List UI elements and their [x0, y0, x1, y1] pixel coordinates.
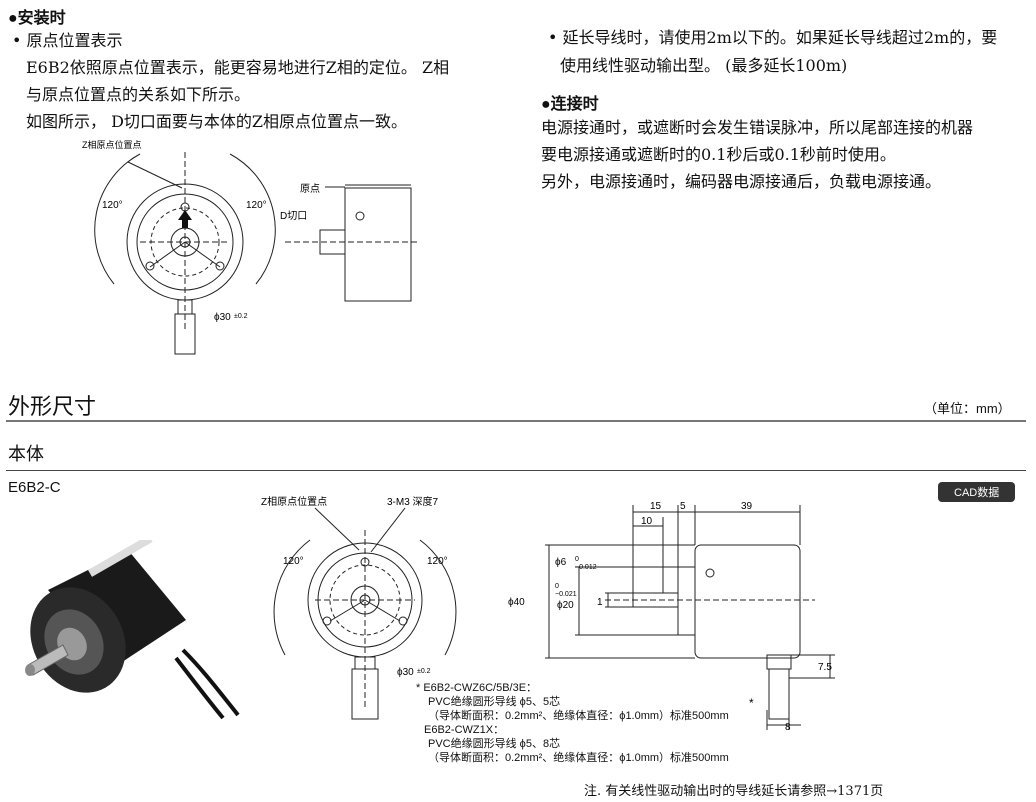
- dim-phi20-tol-top: 0: [555, 583, 559, 590]
- origin-position-diagram: Z相原点位置点 120° 120° ϕ30 ±0.2 原点 D切口: [82, 139, 420, 355]
- front-z-label: Z相原点位置点: [261, 495, 327, 508]
- extension-line-2: 使用线性驱动输出型。 (最多延长100m): [560, 56, 848, 75]
- front-view-drawing: Z相原点位置点 3-M3 深度7 120° 120° ϕ30 ±0.2: [261, 495, 457, 720]
- dim-1: 1: [597, 597, 603, 608]
- dim-phi20-tol-bottom: −0.021: [555, 591, 577, 598]
- dim-8: 8: [785, 722, 791, 733]
- front-angle-right: 120°: [427, 556, 448, 567]
- install-line-3: 如图所示， D切口面要与本体的Z相原点位置点一致。: [26, 112, 408, 131]
- model-label: E6B2-C: [8, 479, 61, 496]
- install-line-1: E6B2依照原点位置表示，能更容易地进行Z相的定位。 Z相: [26, 58, 450, 77]
- note-line-6: （导体断面积：0.2mm²、绝缘体直径：ϕ1.0mm）标准500mm: [428, 752, 729, 764]
- note-line-5: PVC绝缘圆形导线 ϕ5、8芯: [428, 738, 561, 750]
- dim-phi6-tol-bottom: −0.012: [575, 564, 597, 571]
- dim-phi6: ϕ6: [555, 557, 567, 568]
- note-line-4: E6B2-CWZ1X：: [424, 724, 505, 736]
- footer-note: 注. 有关线性驱动输出时的导线延长请参照→1371页: [584, 784, 884, 799]
- section-rule: [6, 420, 1026, 422]
- front-hole-label: 3-M3 深度7: [387, 495, 439, 508]
- connection-line-2: 要电源接通或遮断时的0.1秒后或0.1秒前时使用。: [541, 145, 896, 164]
- unit-label: （单位：mm）: [924, 401, 1011, 416]
- arc-left: [94, 153, 141, 285]
- dia-label: ϕ30: [214, 312, 231, 323]
- dim-39: 39: [741, 501, 753, 512]
- dim-5: 5: [680, 501, 686, 512]
- cable-notes: * E6B2-CWZ6C/5B/3E： PVC绝缘圆形导线 ϕ5、5芯 （导体断…: [416, 681, 729, 765]
- arrow-up-icon: [178, 210, 192, 228]
- body-rule: [6, 470, 1026, 471]
- dim-15: 15: [650, 501, 662, 512]
- d-cut-label: D切口: [280, 210, 307, 222]
- arc-right: [229, 153, 276, 285]
- dim-7-5: 7.5: [818, 662, 832, 673]
- install-heading: ●安装时: [8, 10, 66, 27]
- body-side: [344, 187, 412, 302]
- dimensions-title: 外形尺寸: [8, 394, 97, 419]
- side-star: *: [749, 696, 754, 710]
- dim-10: 10: [641, 516, 653, 527]
- encoder-photo: [25, 540, 240, 720]
- origin-label: 原点: [300, 183, 320, 195]
- install-line-2: 与原点位置点的关系如下所示。: [26, 85, 251, 104]
- note-line-2: PVC绝缘圆形导线 ϕ5、5芯: [428, 696, 561, 708]
- dim-phi6-tol-top: 0: [575, 556, 579, 563]
- dia-tol: ±0.2: [234, 313, 248, 320]
- body-title: 本体: [8, 444, 44, 464]
- extension-line-1: • 延长导线时，请使用2m以下的。如果延长导线超过2m的，要: [548, 28, 998, 47]
- angle-left: 120°: [102, 200, 123, 211]
- angle-right: 120°: [246, 200, 267, 211]
- install-subheading: • 原点位置表示: [12, 31, 123, 50]
- z-label: Z相原点位置点: [82, 139, 142, 150]
- front-dia-label: ϕ30: [397, 667, 414, 678]
- connection-heading: ●连接时: [541, 96, 599, 113]
- front-angle-left: 120°: [283, 556, 304, 567]
- side-view-drawing: 15 5 39 10 ϕ6 0 −0.012 0 −0.021 ϕ20 ϕ40 …: [508, 501, 835, 733]
- cad-data-button[interactable]: CAD数据: [938, 482, 1016, 502]
- connection-line-3: 另外，电源接通时，编码器电源接通后，负载电源接通。: [541, 172, 942, 191]
- connection-line-1: 电源接通时，或遮断时会发生错误脉冲，所以尾部连接的机器: [541, 118, 974, 137]
- dim-phi40: ϕ40: [508, 597, 525, 608]
- front-dia-tol: ±0.2: [417, 668, 431, 675]
- note-line-3: （导体断面积：0.2mm²、绝缘体直径：ϕ1.0mm）标准500mm: [428, 710, 729, 722]
- note-line-1: E6B2-CWZ6C/5B/3E：: [423, 682, 538, 694]
- dim-phi20: ϕ20: [557, 600, 574, 611]
- note-star: *: [416, 682, 421, 694]
